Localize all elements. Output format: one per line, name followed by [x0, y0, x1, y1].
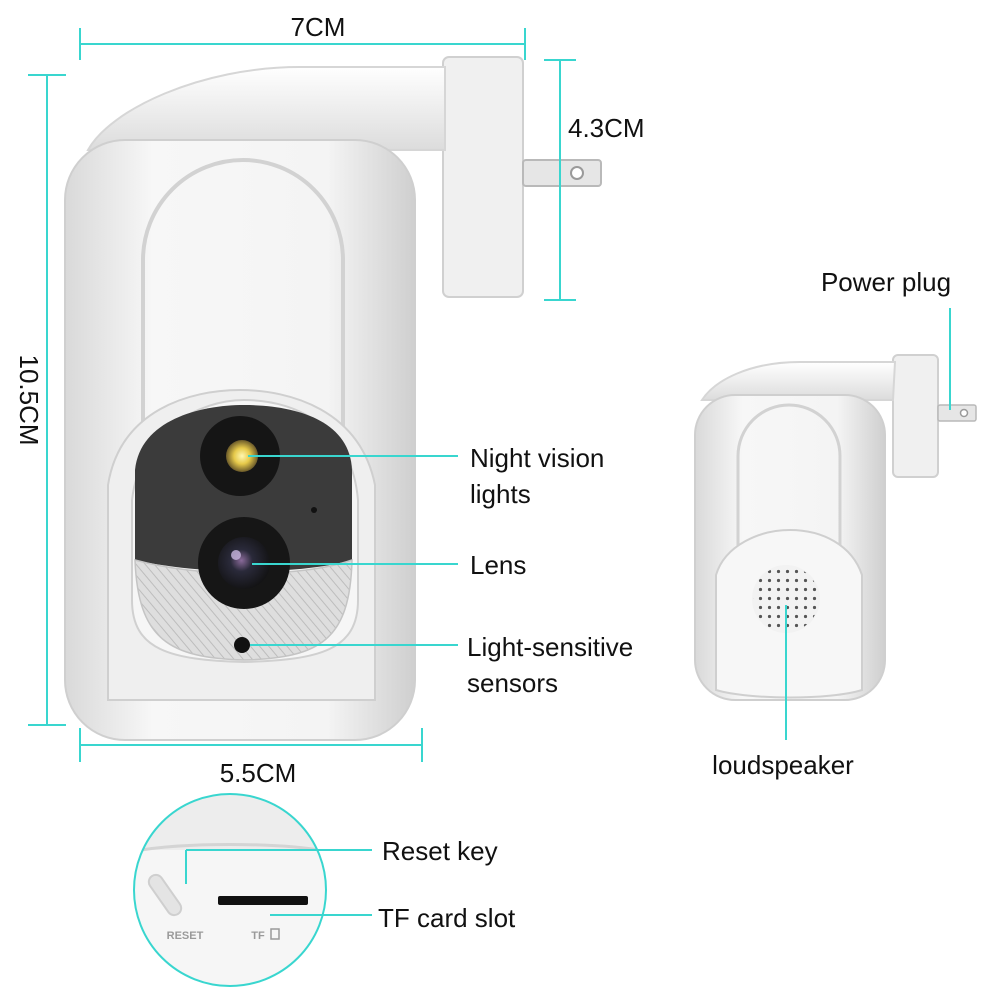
detail-zoom: RESET TF: [133, 793, 327, 987]
rear-dome: [700, 361, 897, 401]
zoom-seam: [134, 843, 326, 854]
dim-label-width-bottom: 5.5CM: [220, 758, 297, 788]
callout-reset-key: Reset key: [382, 836, 498, 866]
light-sensor: [234, 637, 250, 653]
callout-night-vision-line1: Night vision: [470, 443, 604, 473]
plug-prong: [522, 159, 602, 187]
mic-hole: [311, 507, 317, 513]
marking-tf-card-glyph: [270, 928, 280, 940]
rear-camera: [694, 354, 977, 701]
callout-light-sensor-line1: Light-sensitive: [467, 632, 633, 662]
tf-card-slot: [218, 896, 308, 905]
rear-prong-hole: [959, 408, 969, 418]
zoom-callout-lines: [185, 849, 372, 916]
main-camera: [64, 56, 602, 741]
zoom-ring: [133, 793, 327, 987]
dimension-lines: [28, 28, 576, 762]
zoom-base-surface: [134, 850, 326, 986]
rear-plug-block: [892, 354, 939, 478]
night-vision-light: [226, 440, 258, 472]
lens-highlight: [231, 550, 241, 560]
reset-key: [147, 873, 183, 917]
lens-glass: [218, 537, 270, 589]
marking-tf: TF: [251, 930, 265, 942]
main-callout-lines: [248, 455, 458, 646]
callout-tf-card-slot: TF card slot: [378, 903, 516, 933]
callout-loudspeaker: loudspeaker: [712, 750, 854, 780]
callout-light-sensor-line2: sensors: [467, 668, 558, 698]
dim-label-width-top: 7CM: [291, 12, 346, 42]
prong-hole: [570, 166, 584, 180]
rear-plug-prong: [937, 404, 977, 422]
callout-lens: Lens: [470, 550, 526, 580]
plug-block: [442, 56, 524, 298]
marking-reset: RESET: [167, 930, 204, 942]
dim-label-height-right: 4.3CM: [568, 113, 645, 143]
dim-label-height-left: 10.5CM: [14, 354, 44, 445]
callout-night-vision-line2: lights: [470, 479, 531, 509]
callout-power-plug: Power plug: [821, 267, 951, 297]
rear-callout-lines: [785, 308, 951, 740]
camera-arm: [86, 66, 446, 151]
